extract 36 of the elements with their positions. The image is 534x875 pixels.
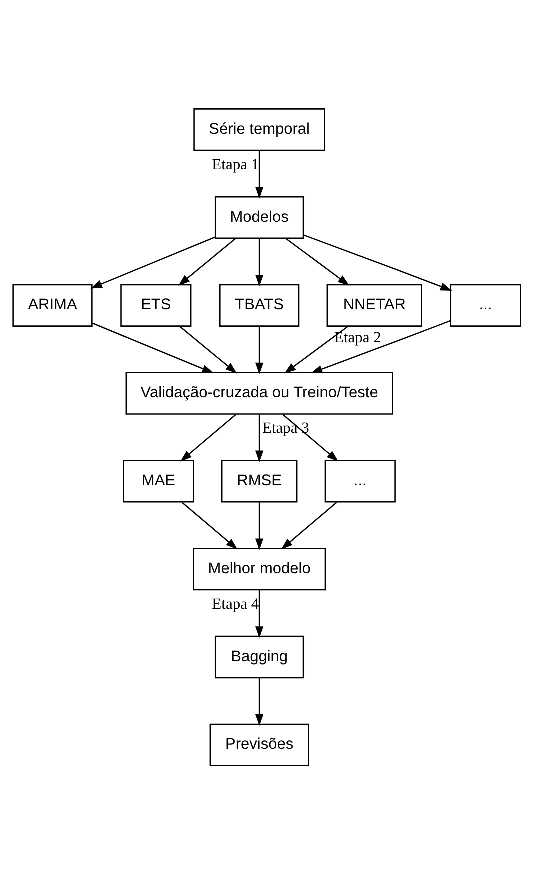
arrow [90, 236, 216, 289]
node-box: ... [324, 460, 396, 503]
arrow [178, 238, 236, 286]
arrow [255, 414, 264, 462]
arrow [182, 502, 238, 550]
arrow [282, 414, 339, 462]
arrow [255, 502, 264, 550]
arrow [286, 238, 350, 286]
arrow [255, 590, 264, 638]
node-box: Previsões [210, 724, 310, 766]
arrow [92, 322, 214, 374]
arrow [255, 150, 264, 199]
arrow [303, 234, 452, 291]
node-box: Melhor modelo [193, 548, 326, 591]
arrow [284, 326, 348, 374]
node-box: Validação-cruzada ou Treino/Teste [126, 372, 394, 415]
node-box: MAE [123, 460, 194, 503]
arrow [255, 678, 264, 726]
node-box: ETS [120, 284, 192, 327]
node-box: Série temporal [194, 108, 326, 152]
edge-label: Etapa 2 [334, 330, 382, 347]
arrow [281, 502, 338, 550]
edge-label: Etapa 4 [212, 596, 260, 614]
node-box: Modelos [214, 196, 304, 240]
node-box: ... [450, 284, 522, 327]
node-box: NNETAR [326, 284, 422, 327]
arrow [255, 326, 264, 375]
arrow [310, 320, 451, 374]
arrow [180, 326, 238, 374]
edge-label: Etapa 1 [212, 156, 260, 174]
node-box: TBATS [220, 284, 300, 327]
node-box: Bagging [214, 636, 304, 679]
node-box: ARIMA [12, 284, 93, 327]
node-box: RMSE [221, 460, 298, 503]
arrow [180, 414, 237, 462]
arrow [255, 238, 264, 287]
